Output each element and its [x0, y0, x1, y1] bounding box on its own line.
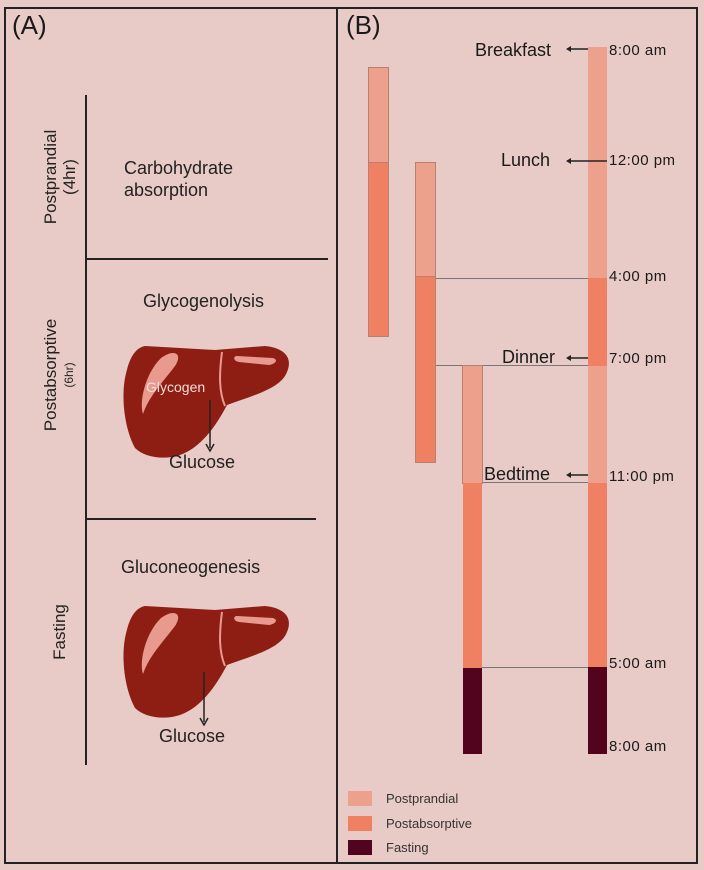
bar4-postprandial-morning: [588, 47, 607, 278]
legend-item-postabsorptive: Postabsorptive: [348, 816, 472, 831]
bar4-postprandial-evening: [588, 366, 607, 483]
time-label-12pm: 12:00 pm: [609, 152, 676, 169]
bar3-postprandial: [462, 365, 483, 484]
event-bedtime: Bedtime: [484, 464, 551, 484]
panel-a-label: (A): [12, 10, 47, 40]
time-label-7pm: 7:00 pm: [609, 350, 667, 367]
legend-item-postprandial: Postprandial: [348, 791, 458, 806]
phase-separator-1: [85, 258, 328, 260]
bar3-postabsorptive: [463, 483, 482, 668]
legend-swatch-postabsorptive: [348, 816, 372, 831]
arrow-bedtime-head: [566, 472, 571, 478]
time-label-8am: 8:00 am: [609, 42, 667, 59]
arrow-dinner-head: [566, 355, 571, 361]
arrow-breakfast-head: [566, 46, 571, 52]
glycogenolysis-label: Glycogenolysis: [143, 291, 265, 311]
liver-highlight-right: [234, 356, 276, 365]
bar4-fasting: [588, 667, 607, 754]
bar1-postabsorptive: [368, 162, 389, 337]
bar1-postprandial: [368, 67, 389, 164]
carb-line-1: Carbohydrate: [124, 158, 234, 178]
legend-swatch-postprandial: [348, 791, 372, 806]
connector-11pm: [482, 482, 588, 483]
bar3-fasting: [463, 668, 482, 754]
liver-glycogenolysis: [123, 346, 289, 458]
event-lunch: Lunch: [501, 150, 551, 170]
time-label-4pm: 4:00 pm: [609, 268, 667, 285]
panel-divider: [336, 7, 338, 864]
arrow-lunch-head: [566, 158, 571, 164]
legend-label-fasting: Fasting: [386, 840, 429, 855]
glucose-label-1: Glucose: [169, 452, 236, 472]
phase-axis-line: [85, 95, 87, 765]
legend-label-postprandial: Postprandial: [386, 791, 459, 806]
legend-swatch-fasting: [348, 840, 372, 855]
liver-highlight-left: [141, 352, 179, 414]
event-breakfast: Breakfast: [475, 40, 552, 60]
gluconeogenesis-label: Gluconeogenesis: [121, 557, 261, 577]
glucose-arrow-head: [199, 717, 209, 727]
time-label-8am-next: 8:00 am: [609, 738, 667, 755]
bar2-postabsorptive: [415, 276, 436, 463]
bar2-postprandial: [415, 162, 436, 278]
liver-gluconeogenesis: [123, 606, 289, 727]
carb-line-2: absorption: [124, 180, 209, 200]
connector-4pm: [435, 278, 588, 279]
glucose-arrow-head: [205, 443, 215, 453]
bar4-postabsorptive-night: [588, 483, 607, 667]
legend-item-fasting: Fasting: [348, 840, 429, 855]
liver-lobe-line: [219, 351, 226, 407]
connector-7pm: [435, 365, 588, 366]
glycogen-label: Glycogen: [146, 379, 206, 395]
liver-highlight-left: [141, 612, 179, 674]
liver-highlight-right: [234, 616, 276, 625]
event-dinner: Dinner: [502, 347, 556, 367]
liver-lobe-line: [219, 611, 226, 667]
glucose-label-2: Glucose: [159, 726, 226, 746]
panel-b-label: (B): [346, 10, 381, 40]
carbohydrate-absorption-label: Carbohydrate absorption: [124, 157, 233, 201]
figure-frame: [4, 7, 698, 864]
time-label-11pm: 11:00 pm: [609, 468, 675, 485]
connector-5am: [482, 667, 588, 668]
legend-label-postabsorptive: Postabsorptive: [386, 816, 472, 831]
phase-separator-2: [85, 518, 316, 520]
time-label-5am: 5:00 am: [609, 655, 667, 672]
bar4-postabsorptive-afternoon: [588, 278, 607, 366]
